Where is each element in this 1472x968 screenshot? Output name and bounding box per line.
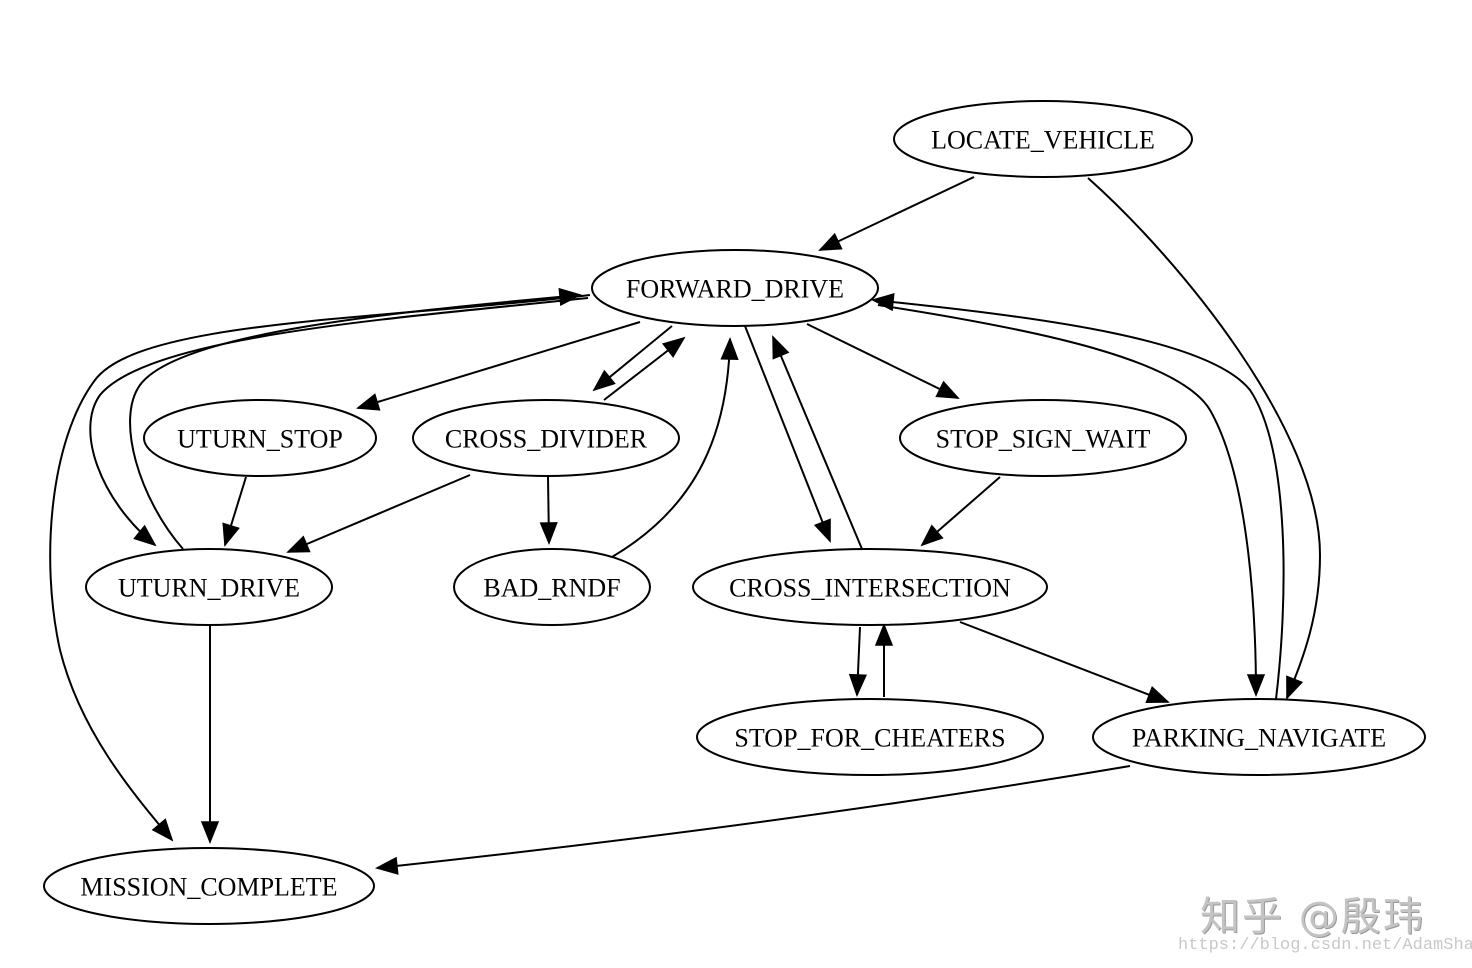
node-ellipse [85,548,333,626]
node-label: STOP_SIGN_WAIT [936,425,1151,454]
edge-stop-sign-wait-to-cross-intersection [920,476,1001,547]
node-ellipse [143,399,377,477]
node-locate-vehicle: LOCATE_VEHICLE [893,100,1193,178]
watermark-url: https://blog.csdn.net/AdamShan [1178,936,1472,955]
node-label: UTURN_STOP [177,425,343,454]
node-bad-rndf: BAD_RNDF [453,548,651,626]
node-label: STOP_FOR_CHEATERS [734,724,1005,753]
arrowhead-icon [935,380,960,399]
node-forward-drive: FORWARD_DRIVE [591,249,879,327]
edge-forward-drive-to-cross-divider [592,325,673,392]
node-label: CROSS_DIVIDER [445,425,648,454]
arrowhead-icon [592,369,616,392]
watermark-zhihu: 知乎 @殷玮 [1200,894,1425,940]
node-stop-sign-wait: STOP_SIGN_WAIT [899,399,1187,477]
edge-forward-drive-to-uturn-drive [89,297,589,547]
node-label: MISSION_COMPLETE [80,873,337,902]
node-label: PARKING_NAVIGATE [1132,724,1386,753]
edge-line [819,176,975,251]
arrowhead-icon [818,232,843,251]
edge-forward-drive-to-parking-navigate [877,304,1266,698]
arrowhead-icon [200,821,220,845]
edge-line [772,336,863,550]
arrowhead-icon [222,522,240,547]
edge-line [129,294,581,550]
arrowhead-icon [920,524,944,547]
arrowhead-icon [1145,686,1170,704]
edge-line [872,299,1285,700]
edge-stop-for-cheaters-to-cross-intersection [874,622,894,697]
edge-forward-drive-to-stop-sign-wait [806,323,960,399]
edge-cross-divider-to-bad-rndf [539,476,558,546]
arrowhead-icon [870,293,895,312]
edge-line [959,621,1169,703]
edge-line [49,294,591,841]
node-ellipse [899,399,1187,477]
node-label: CROSS_INTERSECTION [729,574,1011,603]
edge-cross-divider-to-forward-drive [603,336,686,401]
edge-forward-drive-to-mission-complete [49,294,591,842]
arrowhead-icon [286,535,311,553]
arrowhead-icon [133,524,157,547]
node-ellipse [591,249,879,327]
node-ellipse [412,399,680,477]
arrowhead-icon [374,856,399,875]
arrowhead-icon [539,522,558,546]
arrowhead-icon [558,287,583,307]
edge-bad-rndf-to-forward-drive [611,336,739,558]
node-mission-complete: MISSION_COMPLETE [43,847,375,925]
edge-cross-intersection-to-stop-for-cheaters [848,626,868,698]
edge-locate-vehicle-to-parking-navigate [1087,177,1322,700]
arrowhead-icon [720,336,739,360]
node-parking-navigate: PARKING_NAVIGATE [1092,698,1426,776]
arrowhead-icon [151,818,174,842]
arrowhead-icon [662,336,686,358]
node-uturn-drive: UTURN_DRIVE [85,548,333,626]
edge-forward-drive-to-cross-intersection [744,325,831,543]
edge-line [806,323,959,399]
edge-line [877,304,1257,696]
edge-cross-intersection-to-forward-drive [772,335,863,550]
edge-line [357,321,641,409]
node-uturn-stop: UTURN_STOP [143,399,377,477]
node-label: FORWARD_DRIVE [626,275,844,304]
node-ellipse [43,847,375,925]
node-label: UTURN_DRIVE [118,574,300,603]
edge-line [611,338,731,558]
edge-uturn-drive-to-forward-drive [129,287,583,550]
edge-cross-divider-to-uturn-drive [286,474,471,553]
edge-uturn-drive-to-mission-complete [200,626,220,845]
node-label: LOCATE_VEHICLE [931,126,1155,155]
edge-line [287,474,471,553]
node-ellipse [692,548,1048,626]
edge-line [1087,177,1322,699]
node-cross-intersection: CROSS_INTERSECTION [692,548,1048,626]
node-stop-for-cheaters: STOP_FOR_CHEATERS [696,698,1044,776]
node-ellipse [893,100,1193,178]
edge-line [744,325,831,542]
edge-line [376,765,1131,869]
edge-uturn-stop-to-uturn-drive [222,476,247,547]
node-label: BAD_RNDF [483,574,620,603]
arrowhead-icon [1246,674,1266,698]
arrowhead-icon [848,673,868,698]
edge-parking-navigate-to-forward-drive [870,293,1285,700]
node-ellipse [453,548,651,626]
edge-forward-drive-to-uturn-stop [356,321,641,411]
arrowhead-icon [813,518,831,543]
arrowhead-icon [1286,675,1304,700]
node-cross-divider: CROSS_DIVIDER [412,399,680,477]
arrowhead-icon [772,335,790,360]
edge-parking-navigate-to-mission-complete [374,765,1131,875]
arrowhead-icon [356,393,381,411]
node-ellipse [1092,698,1426,776]
arrowhead-icon [874,622,894,646]
edge-line [89,297,589,546]
edge-locate-vehicle-to-forward-drive [818,176,975,251]
node-ellipse [696,698,1044,776]
edge-cross-intersection-to-parking-navigate [959,621,1170,704]
